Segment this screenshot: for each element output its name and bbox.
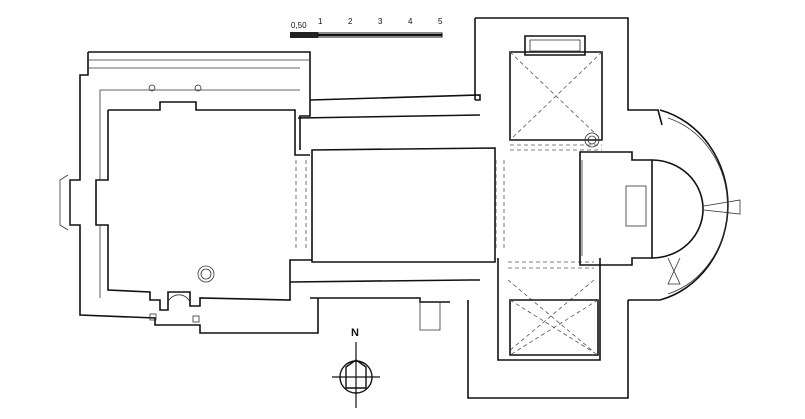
scale-bar-hatched — [290, 32, 318, 38]
altar — [625, 185, 647, 227]
scale-label-1: 1 — [318, 17, 323, 26]
transept-outline — [467, 17, 663, 399]
scale-label-4: 4 — [408, 17, 413, 26]
north-label: N — [351, 327, 359, 339]
column-icon — [148, 84, 156, 92]
scale-label-2: 2 — [348, 17, 353, 26]
font-icon — [197, 265, 215, 283]
scale-label-3: 3 — [378, 17, 383, 26]
nave-outline — [59, 51, 319, 334]
column-icon — [584, 132, 600, 148]
north-arrow-icon — [345, 359, 367, 389]
column-icon — [194, 84, 202, 92]
scale-label-5: 5 — [438, 17, 443, 26]
choir-outline — [289, 94, 505, 331]
north-arrow: N — [332, 327, 380, 408]
scale-bar: 0,50 1 2 3 4 5 — [290, 17, 443, 38]
apse-outline — [579, 109, 741, 301]
scale-label-0: 0,50 — [291, 21, 307, 30]
